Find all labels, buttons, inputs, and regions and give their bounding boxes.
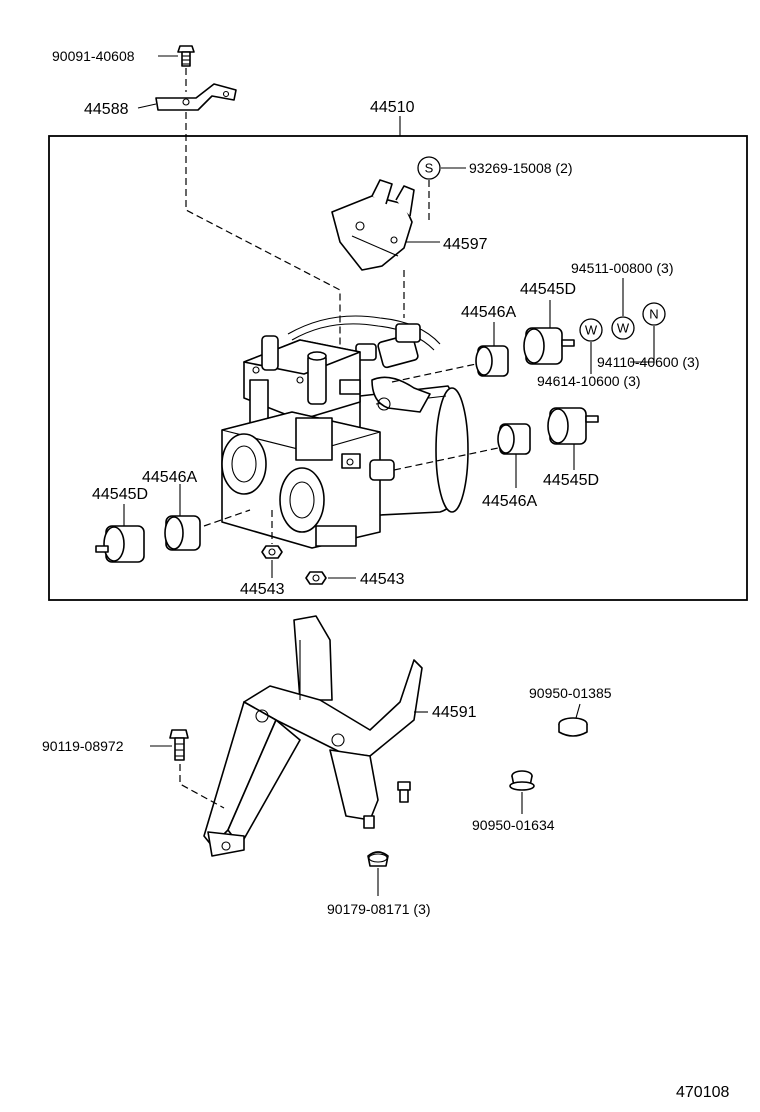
label-cushion-a-left: 44546A [142, 469, 197, 486]
cushion-44545d-right-icon [547, 407, 599, 445]
label-nut-w1: 94511-00800 (3) [571, 260, 673, 276]
cushion-44546a-right-icon [497, 423, 531, 455]
grommet-upper-icon [558, 717, 588, 737]
label-bolt-top: 90091-40608 [52, 48, 135, 64]
s-symbol-icon [417, 156, 441, 180]
right-cushion-dash [393, 447, 499, 471]
bolt-lower-icon [169, 729, 189, 761]
label-grommet-lower: 90950-01634 [472, 817, 555, 833]
clip-bottom-icon [367, 851, 389, 867]
label-bracket-actuator: 44597 [443, 236, 488, 253]
label-actuator-assy: 44510 [370, 99, 415, 116]
label-bracket-lower: 44591 [432, 704, 477, 721]
cushion-44545d-upper-icon [523, 327, 575, 365]
label-bracket-top: 44588 [84, 101, 129, 118]
label-diagram-number: 470108 [676, 1084, 729, 1101]
label-bolt-lower: 90119-08972 [42, 738, 124, 754]
nut-n-symbol-icon [642, 302, 666, 326]
bracket-top-dash [185, 112, 341, 380]
nut-44543-right-icon [305, 571, 327, 585]
actuator-bracket-icon [331, 179, 415, 271]
nut-w-symbol-letter: W [617, 321, 630, 336]
label-cushion-d-right: 44545D [543, 472, 599, 489]
bracket-bolt-icon [363, 781, 411, 829]
cushion-44546a-upper-icon [475, 345, 509, 377]
label-grommet-upper: 90950-01385 [529, 685, 612, 701]
label-washer-w2: 94614-10600 (3) [537, 373, 641, 389]
assembly-frame [48, 135, 748, 601]
label-cushion-d-left: 44545D [92, 486, 148, 503]
bracket-top-leader [137, 103, 157, 109]
upper-cushion-dash [391, 363, 477, 383]
cushion-44546a-left-icon [164, 515, 201, 551]
bolt-lower-dash [179, 764, 225, 809]
nut-44543-left-icon [261, 545, 283, 559]
s-symbol-letter: S [425, 161, 434, 176]
left-cushion-dash [203, 509, 251, 527]
bracket-44588-icon [155, 83, 237, 111]
washer-w-symbol-letter: W [585, 323, 598, 338]
bolt-top-icon [177, 45, 195, 67]
nut-w-symbol-icon [611, 316, 635, 340]
label-screw-s: 93269-15008 (2) [469, 160, 573, 176]
nut-n-leader [630, 326, 655, 363]
label-nut-n: 94110-40600 (3) [597, 354, 699, 370]
actuator-body-icon [221, 315, 469, 549]
label-nut-44543-right: 44543 [360, 571, 405, 588]
grommet-upper-leader [575, 703, 581, 719]
label-cushion-d-upper: 44545D [520, 281, 576, 298]
nut-n-symbol-letter: N [649, 307, 658, 322]
label-clip-bottom: 90179-08171 (3) [327, 901, 431, 917]
label-cushion-a-right: 44546A [482, 493, 537, 510]
washer-w-symbol-icon [579, 318, 603, 342]
label-nut-44543-left: 44543 [240, 581, 285, 598]
label-cushion-a-upper: 44546A [461, 304, 516, 321]
bracket-44591-icon [203, 615, 423, 857]
cushion-44545d-left-icon [95, 525, 145, 563]
grommet-lower-icon [509, 770, 535, 791]
